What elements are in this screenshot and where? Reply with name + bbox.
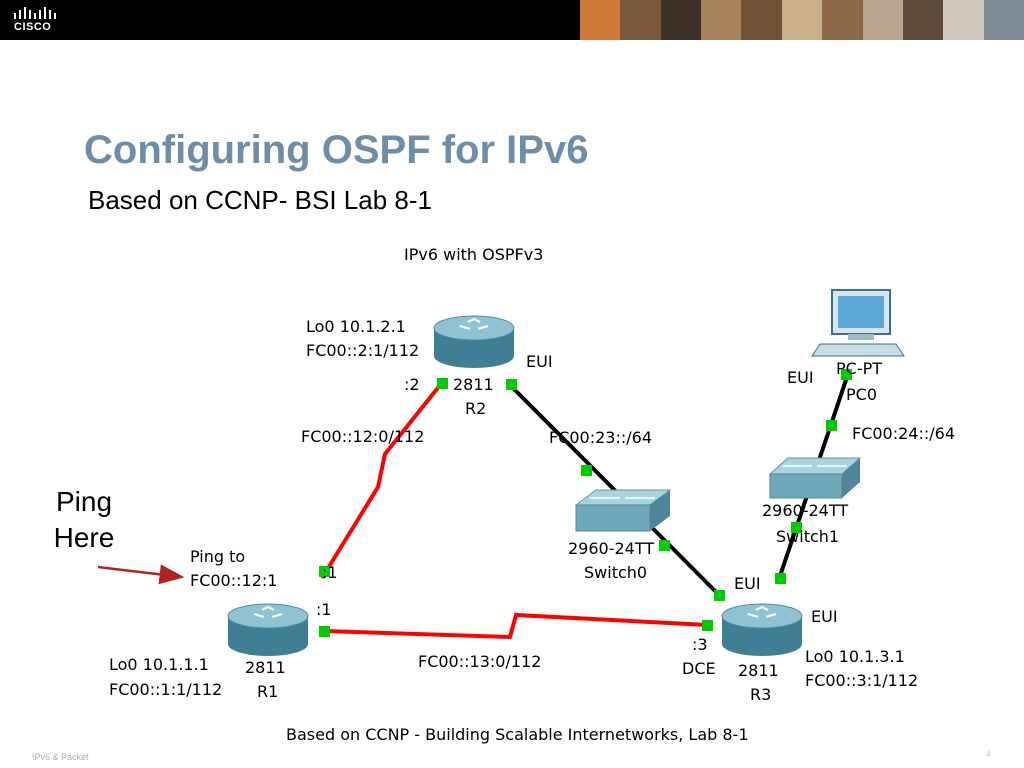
link-r1-r3-label: FC00::13:0/112: [418, 652, 541, 671]
r1-loopback-ipv6: FC00::1:1/112: [109, 680, 222, 699]
pc0-icon[interactable]: [811, 289, 905, 357]
r3-name: R3: [750, 685, 771, 704]
r1-name: R1: [257, 682, 278, 701]
header-photo: [620, 0, 661, 40]
port-indicator: [702, 620, 713, 631]
header-photo: [701, 0, 742, 40]
r3-eth-port-right: EUI: [811, 607, 838, 626]
header-photo: [781, 0, 823, 40]
ping-here-label: Ping Here: [44, 484, 124, 556]
slide-subtitle: Based on CCNP- BSI Lab 8-1: [88, 185, 432, 215]
r1-serial-port-right: :1: [316, 600, 332, 619]
r1-ping-line2: FC00::12:1: [190, 571, 277, 590]
router-r3-icon[interactable]: [721, 603, 803, 656]
r1-model: 2811: [245, 658, 286, 677]
r1-loopback-ipv4: Lo0 10.1.1.1: [109, 655, 209, 674]
footer-text: IPv6 & Packet: [32, 752, 89, 762]
pc0-name: PC0: [846, 385, 877, 404]
ping-label-line2: Here: [53, 522, 115, 553]
pc0-model: PC-PT: [836, 359, 882, 378]
link-sw1-pc-label: FC00:24::/64: [852, 424, 955, 443]
serial-link-r1-r3: [324, 612, 709, 640]
r2-model: 2811: [453, 375, 494, 394]
r3-loopback-ipv4: Lo0 10.1.3.1: [805, 647, 905, 666]
r2-serial-port: :2: [404, 375, 420, 394]
port-indicator: [581, 465, 592, 476]
port-indicator: [319, 566, 330, 577]
r2-loopback-ipv4: Lo0 10.1.2.1: [306, 317, 406, 336]
r2-name: R2: [465, 399, 486, 418]
link-r2-sw0-label: FC00:23::/64: [549, 428, 652, 447]
ping-label-line1: Ping: [55, 486, 113, 517]
header-photo: [741, 0, 782, 40]
header-photo: [580, 0, 621, 40]
r2-loopback-ipv6: FC00::2:1/112: [306, 341, 419, 360]
logo-text: CISCO: [14, 21, 52, 33]
port-indicator: [506, 379, 517, 390]
pc0-port: EUI: [787, 368, 814, 387]
r3-dce-label: DCE: [682, 659, 716, 678]
r3-serial-port: :3: [692, 635, 708, 654]
switch0-icon[interactable]: [574, 489, 672, 532]
router-r1-icon[interactable]: [227, 603, 309, 656]
r3-model: 2811: [738, 661, 779, 680]
r3-eth-port-left: EUI: [734, 574, 761, 593]
photo-strip: [580, 0, 1024, 40]
slide-title: Configuring OSPF for IPv6: [84, 128, 589, 172]
r3-loopback-ipv6: FC00::3:1/112: [805, 671, 918, 690]
header-photo: [983, 0, 1024, 40]
switch1-name: Switch1: [776, 527, 839, 546]
page-number: 4: [986, 750, 991, 759]
diagram-title: IPv6 with OSPFv3: [404, 245, 543, 264]
r1-ping-line1: Ping to: [190, 547, 245, 566]
port-indicator: [775, 573, 786, 584]
port-indicator: [714, 590, 725, 601]
switch1-model: 2960-24TT: [762, 501, 848, 520]
switch1-icon[interactable]: [768, 457, 862, 499]
serial-link-r1-r2: [320, 382, 443, 580]
port-indicator: [791, 522, 802, 533]
header-photo: [902, 0, 944, 40]
ping-arrow-icon: [97, 564, 185, 585]
header-photo: [943, 0, 984, 40]
header-bar: CISCO: [0, 0, 1024, 40]
port-indicator: [659, 540, 670, 551]
diagram-caption: Based on CCNP - Building Scalable Intern…: [286, 725, 749, 744]
port-indicator: [826, 420, 837, 431]
header-photo: [822, 0, 863, 40]
switch0-name: Switch0: [584, 563, 647, 582]
r1-serial-port-up: :1: [322, 563, 338, 582]
header-photo: [862, 0, 903, 40]
header-photo: [660, 0, 702, 40]
port-indicator: [437, 378, 448, 389]
router-r2-icon[interactable]: [433, 315, 515, 368]
port-indicator: [841, 369, 852, 380]
switch0-model: 2960-24TT: [568, 539, 654, 558]
r2-eth-port: EUI: [526, 352, 553, 371]
link-r1-r2-label: FC00::12:0/112: [301, 427, 424, 446]
port-indicator: [319, 626, 330, 637]
cisco-logo: CISCO: [8, 6, 68, 34]
cisco-bars-icon: [14, 7, 56, 19]
